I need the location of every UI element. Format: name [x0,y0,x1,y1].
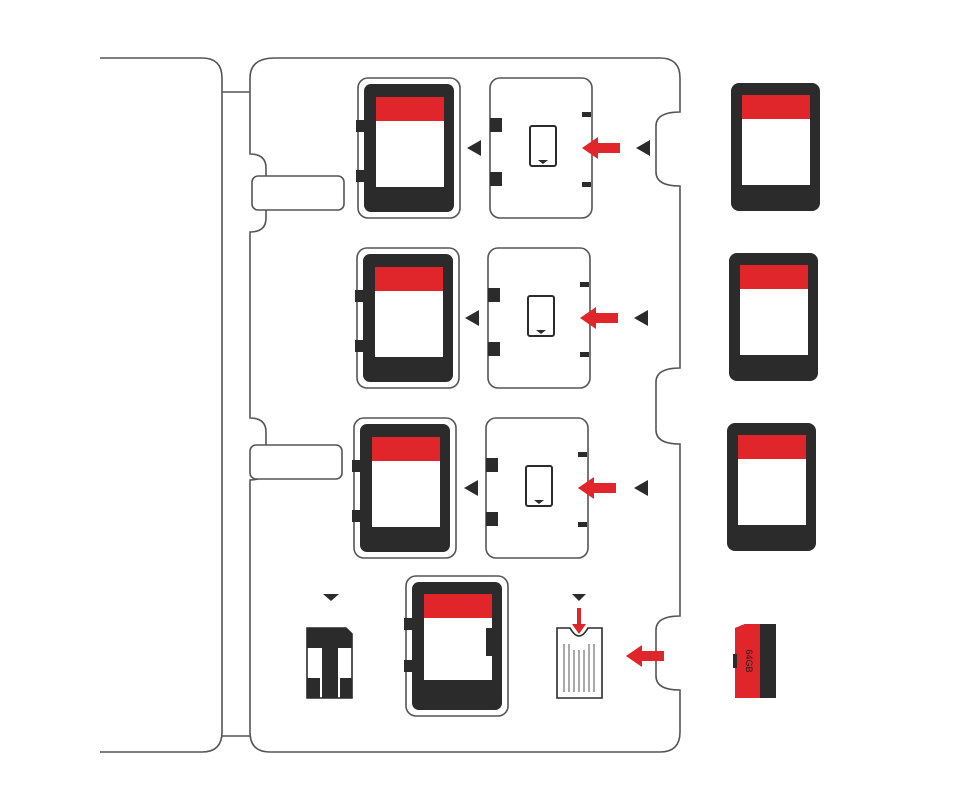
sd-card-3 [727,423,816,551]
phone-card-icon [529,125,557,167]
slot-row-4: 64GB [306,575,776,717]
micro-sd-card: 64GB [733,624,776,698]
direction-marker-left-1 [467,140,481,156]
direction-marker-left-1b [636,140,650,156]
latch-tab-lower [249,444,343,480]
direction-marker-left-3b [634,480,648,496]
direction-marker-down-1 [323,594,339,601]
red-arrow-left-icon [578,477,616,499]
latch-tab-upper [251,175,345,211]
case-cover-panel [100,57,252,753]
direction-marker-left-3 [464,480,478,496]
direction-marker-left-2b [634,310,648,326]
slot-row-3 [352,417,816,559]
card-slot-filled-3 [352,417,457,559]
sd-card-1 [731,83,820,211]
micro-sd-capacity-label: 64GB [744,649,754,672]
slot-row-2 [355,247,818,389]
red-arrow-left-icon [626,645,664,667]
slot-row-1 [356,77,820,219]
card-holder-open-2 [487,247,591,389]
sd-card-2 [729,253,818,381]
red-arrow-left-icon [580,307,618,329]
direction-marker-left-2 [465,310,479,326]
case-tray-outline [249,57,681,753]
phone-card-icon [527,295,555,337]
phone-card-icon [525,465,553,507]
card-holder-open-3 [485,417,589,559]
micro-sd-adapter-icon [306,627,353,699]
card-slot-filled-1 [356,77,461,219]
card-slot-filled-2 [355,247,460,389]
red-arrow-left-icon [582,137,620,159]
card-slot-filled-4 [404,575,509,717]
card-holder-open-1 [489,77,593,219]
micro-sd-slot-open [556,627,603,699]
direction-marker-down-2 [572,594,586,601]
red-arrow-down-icon [572,608,586,634]
